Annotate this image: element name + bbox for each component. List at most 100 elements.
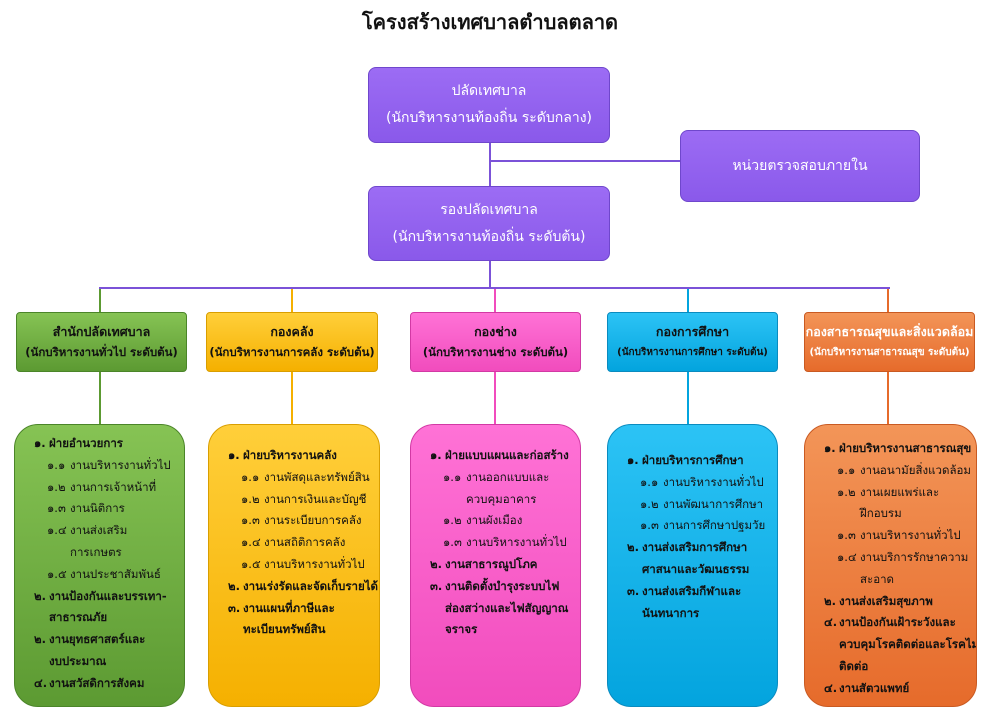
connector-line: [887, 289, 889, 312]
task-number: ๑.๒: [640, 496, 659, 511]
connector-line: [99, 289, 101, 312]
division-level: (นักบริหารงานการศึกษา ระดับต้น): [617, 347, 768, 358]
task-text-line: งบประมาณ: [49, 653, 107, 668]
task-item: ๑. ฝ่ายบริหารงานสาธารณสุข: [805, 438, 976, 460]
chief-level: (นักบริหารงานท้องถิ่น ระดับกลาง): [386, 110, 592, 126]
task-number: ๑.๒: [443, 513, 462, 528]
task-text-line: งานอนามัยสิ่งแวดล้อม: [860, 462, 971, 477]
task-number: ๑.๑: [640, 474, 659, 489]
division-header-engineering: กองช่าง (นักบริหารงานช่าง ระดับต้น): [410, 312, 581, 372]
task-text-line: งานออกแบบและ: [466, 469, 550, 484]
task-item: ๑.๕ งานประชาสัมพันธ์: [15, 564, 184, 586]
division-header-office: สำนักปลัดเทศบาล (นักบริหารงานทั่วไป ระดั…: [16, 312, 187, 372]
task-item: ๑.๑ งานบริหารงานทั่วไป: [608, 472, 777, 494]
task-text-line: จราจร: [445, 622, 478, 637]
task-text-line: งานพัฒนาการศึกษา: [663, 496, 764, 511]
task-number: ๑.: [228, 448, 240, 462]
task-text-line: ติดต่อ: [839, 658, 869, 673]
connector-line: [687, 289, 689, 312]
task-text-line: งานการเงินและบัญชี: [264, 491, 367, 506]
task-number: ๑.๕: [241, 556, 261, 571]
division-tasks-education: ๑. ฝ่ายบริหารการศึกษา ๑.๑ งานบริหารงานทั…: [607, 424, 778, 707]
connector-line: [99, 287, 890, 289]
division-tasks-engineering: ๑. ฝ่ายแบบแผนและก่อสร้าง ๑.๑ งานออกแบบแล…: [410, 424, 581, 707]
task-text-line: งานการศึกษาปฐมวัย: [663, 518, 766, 533]
task-text-line: งานแผนที่ภาษีและ: [243, 600, 335, 615]
task-text-line: งานเร่งรัดและจัดเก็บรายได้: [243, 578, 378, 593]
deputy-administrator-box: รองปลัดเทศบาล (นักบริหารงานท้องถิ่น ระดั…: [368, 186, 610, 261]
task-number: ๒.: [430, 556, 442, 571]
task-item: ๑.๔ งานบริการรักษาความ สะอาด: [805, 547, 976, 591]
connector-line: [99, 372, 101, 424]
task-text-line: งานยุทธศาสตร์และ: [49, 632, 146, 647]
task-item: ๑.๒ งานเผยแพร่และ ฝึกอบรม: [805, 482, 976, 526]
task-item: ๒. งานยุทธศาสตร์และ งบประมาณ: [15, 629, 184, 673]
division-tasks-finance: ๑. ฝ่ายบริหารงานคลัง ๑.๑ งานพัสดุและทรัพ…: [208, 424, 380, 707]
division-level: (นักบริหารงานทั่วไป ระดับต้น): [25, 345, 178, 359]
connector-line: [887, 372, 889, 424]
task-text-line: งานส่งเสริมกีฬาและ: [642, 583, 742, 598]
task-text-line: งานส่งเสริมการศึกษา: [642, 540, 748, 555]
task-item: ๓. งานแผนที่ภาษีและ ทะเบียนทรัพย์สิน: [209, 598, 379, 642]
task-item: ๑.๑ งานออกแบบและ ควบคุมอาคาร: [411, 467, 580, 511]
division-name: กองสาธารณสุขและสิ่งแวดล้อม: [805, 324, 974, 339]
task-number: ๑.: [824, 441, 836, 455]
task-number: ๓.: [627, 583, 640, 598]
task-text-line: ฝึกอบรม: [860, 506, 902, 521]
task-text-line: งานบริหารงานทั่วไป: [860, 528, 961, 543]
task-item: ๓. งานติดตั้งบำรุงระบบไฟ ส่องสว่างและไฟส…: [411, 576, 580, 641]
task-item: ๔. งานสัตวแพทย์: [805, 678, 976, 700]
task-number: ๑.๒: [47, 479, 66, 494]
task-item: ๒. งานส่งเสริมการศึกษา ศาสนาและวัฒนธรรม: [608, 537, 777, 581]
task-text-line: ฝ่ายบริหารการศึกษา: [642, 453, 744, 467]
task-number: ๑.๕: [47, 566, 67, 581]
task-text-line: งานสวัสดิการสังคม: [49, 675, 145, 690]
task-number: ๑.๓: [443, 535, 462, 550]
connector-line: [489, 261, 491, 289]
task-text-line: งานบริหารงานทั่วไป: [70, 457, 171, 472]
task-text-line: งานบริการรักษาความ: [860, 549, 969, 564]
task-text-line: งานการเจ้าหน้าที่: [70, 479, 157, 494]
task-number: ๑.๒: [837, 484, 856, 499]
task-text-line: งานพัสดุและทรัพย์สิน: [264, 469, 370, 484]
division-level: (นักบริหารงานการคลัง ระดับต้น): [209, 345, 375, 359]
division-tasks-office: ๑. ฝ่ายอำนวยการ ๑.๑ งานบริหารงานทั่วไป ๑…: [14, 424, 185, 707]
task-text-line: ทะเบียนทรัพย์สิน: [243, 622, 326, 637]
task-text-line: การเกษตร: [70, 544, 122, 559]
division-name: กองคลัง: [270, 324, 314, 339]
task-item: ๒. งานป้องกันและบรรเทา- สาธารณภัย: [15, 586, 184, 630]
task-number: ๔.: [824, 680, 838, 695]
task-number: ๒.: [34, 632, 46, 647]
task-number: ๑.๓: [837, 528, 856, 543]
connector-line: [489, 143, 491, 186]
task-text-line: ส่องสว่างและไฟสัญญาณ: [445, 600, 569, 615]
division-header-education: กองการศึกษา (นักบริหารงานการศึกษา ระดับต…: [607, 312, 778, 372]
task-item: ๑.๒ งานการเจ้าหน้าที่: [15, 477, 184, 499]
division-level: (นักบริหารงานช่าง ระดับต้น): [422, 345, 569, 359]
division-name: กองการศึกษา: [655, 324, 730, 339]
task-item: ๑.๕ งานบริหารงานทั่วไป: [209, 554, 379, 576]
task-number: ๔.: [34, 675, 48, 690]
task-item: ๑.๓ งานนิติการ: [15, 498, 184, 520]
task-item: ๒. งานส่งเสริมสุขภาพ: [805, 591, 976, 613]
task-item: ๑. ฝ่ายอำนวยการ: [15, 433, 184, 455]
task-text-line: งานเผยแพร่และ: [860, 484, 940, 499]
task-text-line: งานนิติการ: [70, 501, 125, 516]
connector-line: [687, 372, 689, 424]
division-header-health: กองสาธารณสุขและสิ่งแวดล้อม (นักบริหารงาน…: [804, 312, 975, 372]
chart-title: โครงสร้างเทศบาลตำบลตลาด: [361, 10, 619, 34]
task-number: ๒.: [824, 593, 836, 608]
task-text-line: ควบคุมอาคาร: [466, 491, 537, 506]
task-item: ๑. ฝ่ายแบบแผนและก่อสร้าง: [411, 445, 580, 467]
task-text-line: งานบริหารงานทั่วไป: [466, 535, 567, 550]
task-text-line: ฝ่ายแบบแผนและก่อสร้าง: [445, 448, 569, 462]
task-text-line: งานสาธารณูปโภค: [445, 556, 538, 571]
task-text-line: งานป้องกันเฝ้าระวังและ: [839, 615, 956, 630]
task-number: ๑.: [34, 436, 46, 450]
task-number: ๑.๑: [837, 462, 856, 477]
task-number: ๑.๔: [47, 523, 67, 538]
task-item: ๑.๒ งานพัฒนาการศึกษา: [608, 494, 777, 516]
task-text-line: งานบริหารงานทั่วไป: [663, 474, 764, 489]
task-number: ๒.: [627, 540, 639, 555]
task-item: ๑.๓ งานระเบียบการคลัง: [209, 510, 379, 532]
